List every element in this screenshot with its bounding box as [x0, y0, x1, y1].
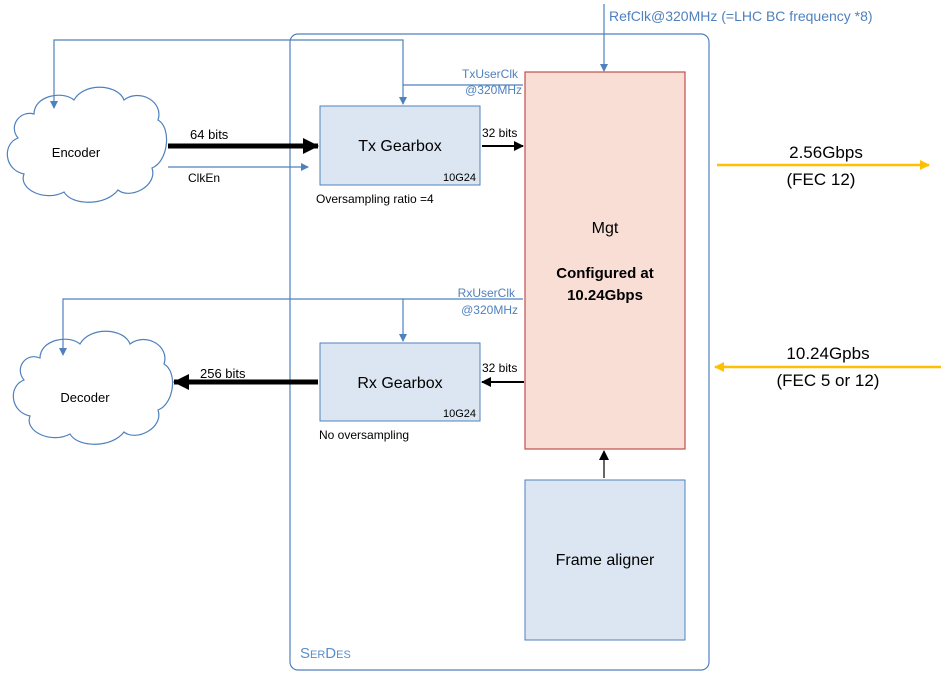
decoder-cloud	[12, 330, 174, 445]
tx-gearbox-tag: 10G24	[443, 172, 476, 184]
tx-link-rate: 2.56Gbps	[789, 143, 863, 162]
tx-userclk-to-encoder-line	[50, 39, 404, 109]
frame-aligner-label: Frame aligner	[556, 552, 655, 569]
encoder-cloud	[6, 86, 168, 203]
rx-link-fec: (FEC 5 or 12)	[777, 371, 880, 390]
tx-input-bits: 64 bits	[190, 127, 229, 142]
rx-output-bits: 256 bits	[200, 366, 246, 381]
encoder-label: Encoder	[52, 145, 101, 160]
tx-gearbox-note: Oversampling ratio =4	[316, 192, 434, 206]
mgt-config-line1: Configured at	[556, 265, 654, 282]
tx-gearbox-label: Tx Gearbox	[358, 138, 442, 155]
decoder-label: Decoder	[60, 390, 110, 405]
tx-userclk-label-line2: @320MHz	[465, 83, 522, 97]
serdes-label: SerDes	[300, 645, 351, 662]
tx-userclk-label-line1: TxUserClk	[462, 67, 519, 81]
mgt-title: Mgt	[592, 220, 619, 237]
rx-gearbox-label: Rx Gearbox	[357, 375, 442, 392]
clken-label: ClkEn	[188, 171, 220, 185]
rx-userclk-label-line2: @320MHz	[461, 303, 518, 317]
frame-aligner-block	[524, 479, 686, 641]
mgt-block	[524, 71, 686, 450]
rx-gearbox-tag: 10G24	[443, 408, 476, 420]
tx-link-fec: (FEC 12)	[787, 170, 856, 189]
mgt-config-line2: 10.24Gbps	[567, 287, 643, 304]
rx-userclk-to-decoder-line	[59, 298, 403, 356]
rx-input-bits: 32 bits	[482, 361, 517, 375]
tx-output-bits: 32 bits	[482, 126, 517, 140]
refclk-label: RefClk@320MHz (=LHC BC frequency *8)	[609, 8, 873, 24]
rx-userclk-label-line1: RxUserClk	[458, 286, 516, 300]
rx-link-rate: 10.24Gpbs	[786, 344, 869, 363]
rx-gearbox-block	[319, 342, 481, 422]
tx-gearbox-block	[319, 105, 481, 186]
serdes-container	[289, 33, 710, 671]
rx-gearbox-note: No oversampling	[319, 428, 409, 442]
